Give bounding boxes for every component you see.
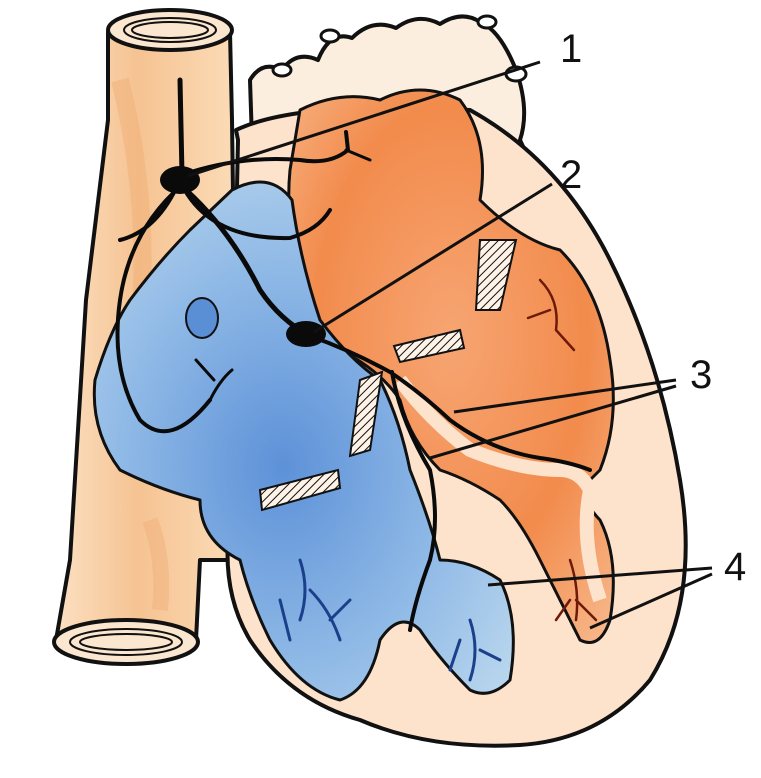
- label-4: 4: [724, 545, 746, 589]
- label-2: 2: [560, 153, 582, 197]
- label-3: 3: [690, 353, 712, 397]
- label-1: 1: [560, 27, 582, 71]
